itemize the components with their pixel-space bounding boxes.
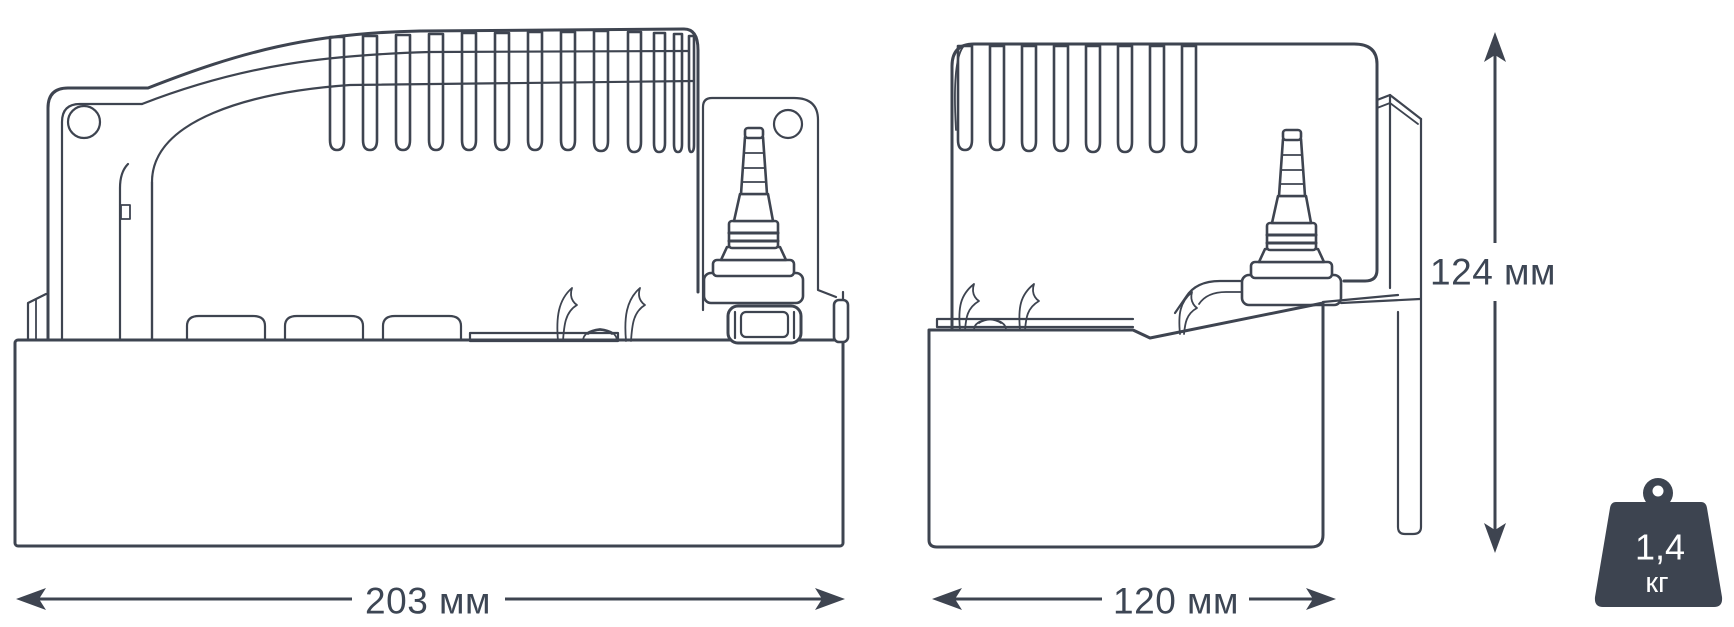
front-tank-bumps [185,314,463,342]
front-drain-plug [726,304,803,345]
dimension-label-side-width: 120 мм [1113,581,1239,622]
mounting-hole-icon [66,104,102,140]
front-tank [13,290,845,548]
weight-unit: кг [1645,567,1668,599]
arrow-up-icon [1484,32,1506,62]
front-cooling-fins [328,29,696,154]
arrow-left-icon [16,588,46,610]
arrow-left-icon [932,588,962,610]
front-outlet-barb [702,126,805,305]
front-mounting-plate-right [701,96,850,344]
side-clips [935,283,1198,335]
side-tank [927,293,1400,549]
side-width-dimension: 120 мм [932,581,1336,622]
mounting-hole-icon [772,108,804,140]
front-view [13,27,850,548]
side-mounting-plate [1375,93,1423,536]
front-handle [46,27,700,342]
weight-icon: 1,4 кг [1594,478,1723,607]
front-clips [468,287,646,343]
height-dimension: 124 мм [1430,32,1556,553]
side-outlet-barb [1240,128,1343,307]
dimension-label-front-width: 203 мм [365,581,491,622]
arrow-right-icon [815,588,845,610]
arrow-right-icon [1306,588,1336,610]
side-body [950,42,1379,332]
front-width-dimension: 203 мм [16,581,845,622]
side-view [927,42,1423,549]
weight-value: 1,4 [1635,527,1685,568]
arrow-down-icon [1484,523,1506,553]
front-mounting-tab-left [66,104,102,140]
dimension-label-height: 124 мм [1430,252,1556,293]
